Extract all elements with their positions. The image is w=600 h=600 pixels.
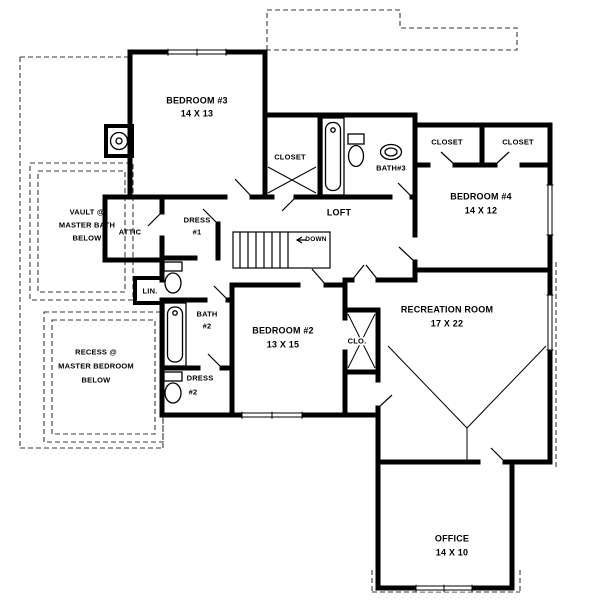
- dashed-footprint-outline: [19, 9, 557, 593]
- room-label-closet-b: CLOSET: [502, 137, 534, 147]
- door-leaf: [311, 268, 327, 286]
- room-label-loft: LOFT: [326, 207, 352, 218]
- note-vault-line1: VAULT @: [69, 207, 105, 217]
- note-vault-line2: MASTER BATH: [58, 220, 116, 230]
- room-label-recreation: RECREATION ROOM: [400, 304, 494, 315]
- room-dims-bedroom2: 13 X 15: [266, 339, 300, 350]
- room-label-dress1-line1: DRESS: [183, 215, 211, 225]
- room-dims-office: 14 X 10: [435, 547, 469, 558]
- fixtures: [104, 117, 403, 404]
- toilet-icon: [163, 371, 183, 404]
- ceiling-lines: [387, 345, 547, 460]
- toilet-icon: [347, 133, 365, 168]
- staircase: [232, 231, 331, 269]
- room-label-dress2-line1: DRESS: [186, 373, 214, 383]
- room-label-closet-a: CLOSET: [431, 137, 463, 147]
- room-label-closet-middle: CLOSET: [273, 152, 307, 162]
- room-label-bedroom4: BEDROOM #4: [450, 191, 512, 202]
- room-dims-bedroom3: 14 X 13: [180, 108, 214, 119]
- room-label-bedroom3: BEDROOM #3: [166, 95, 228, 106]
- sink-icon: [379, 143, 403, 161]
- down-arrow: [295, 236, 306, 244]
- room-label-bath2-line1: BATH: [196, 309, 218, 319]
- room-label-dress2-line2: #2: [188, 387, 198, 397]
- note-recess-line2: MASTER BEDROOM: [58, 361, 134, 371]
- room-label-linen: LIN.: [142, 286, 158, 296]
- window: [241, 411, 303, 419]
- windows: [167, 48, 554, 592]
- vault-below-outline: [29, 162, 134, 301]
- room-label-dress1-line2: #1: [192, 227, 202, 237]
- window: [167, 48, 227, 56]
- bathtub-icon: [321, 117, 345, 196]
- note-recess-line1: RECESS @: [75, 347, 117, 357]
- bathtub-icon: [163, 302, 187, 367]
- room-label-clo: CLO.: [346, 336, 368, 346]
- room-label-bath3: BATH#3: [376, 163, 406, 173]
- window: [546, 294, 554, 351]
- room-label-attic: ATTIC: [118, 227, 142, 237]
- room-label-office: OFFICE: [434, 533, 470, 544]
- room-label-bedroom2: BEDROOM #2: [252, 325, 314, 336]
- note-vault-line3: BELOW: [72, 233, 102, 243]
- room-dims-bedroom4: 14 X 12: [464, 205, 498, 216]
- door-leaf: [398, 246, 416, 263]
- note-recess-line3: BELOW: [81, 375, 111, 385]
- room-dims-recreation: 17 X 22: [430, 318, 464, 329]
- window: [546, 184, 554, 236]
- room-label-bath2-line2: #2: [202, 321, 212, 331]
- window: [415, 584, 473, 592]
- stairs-down-label: DOWN: [305, 235, 327, 243]
- linen-closet-walls: [133, 276, 164, 305]
- toilet-icon: [163, 261, 183, 294]
- stair-treads: [239, 232, 289, 268]
- door-leaf: [234, 178, 253, 198]
